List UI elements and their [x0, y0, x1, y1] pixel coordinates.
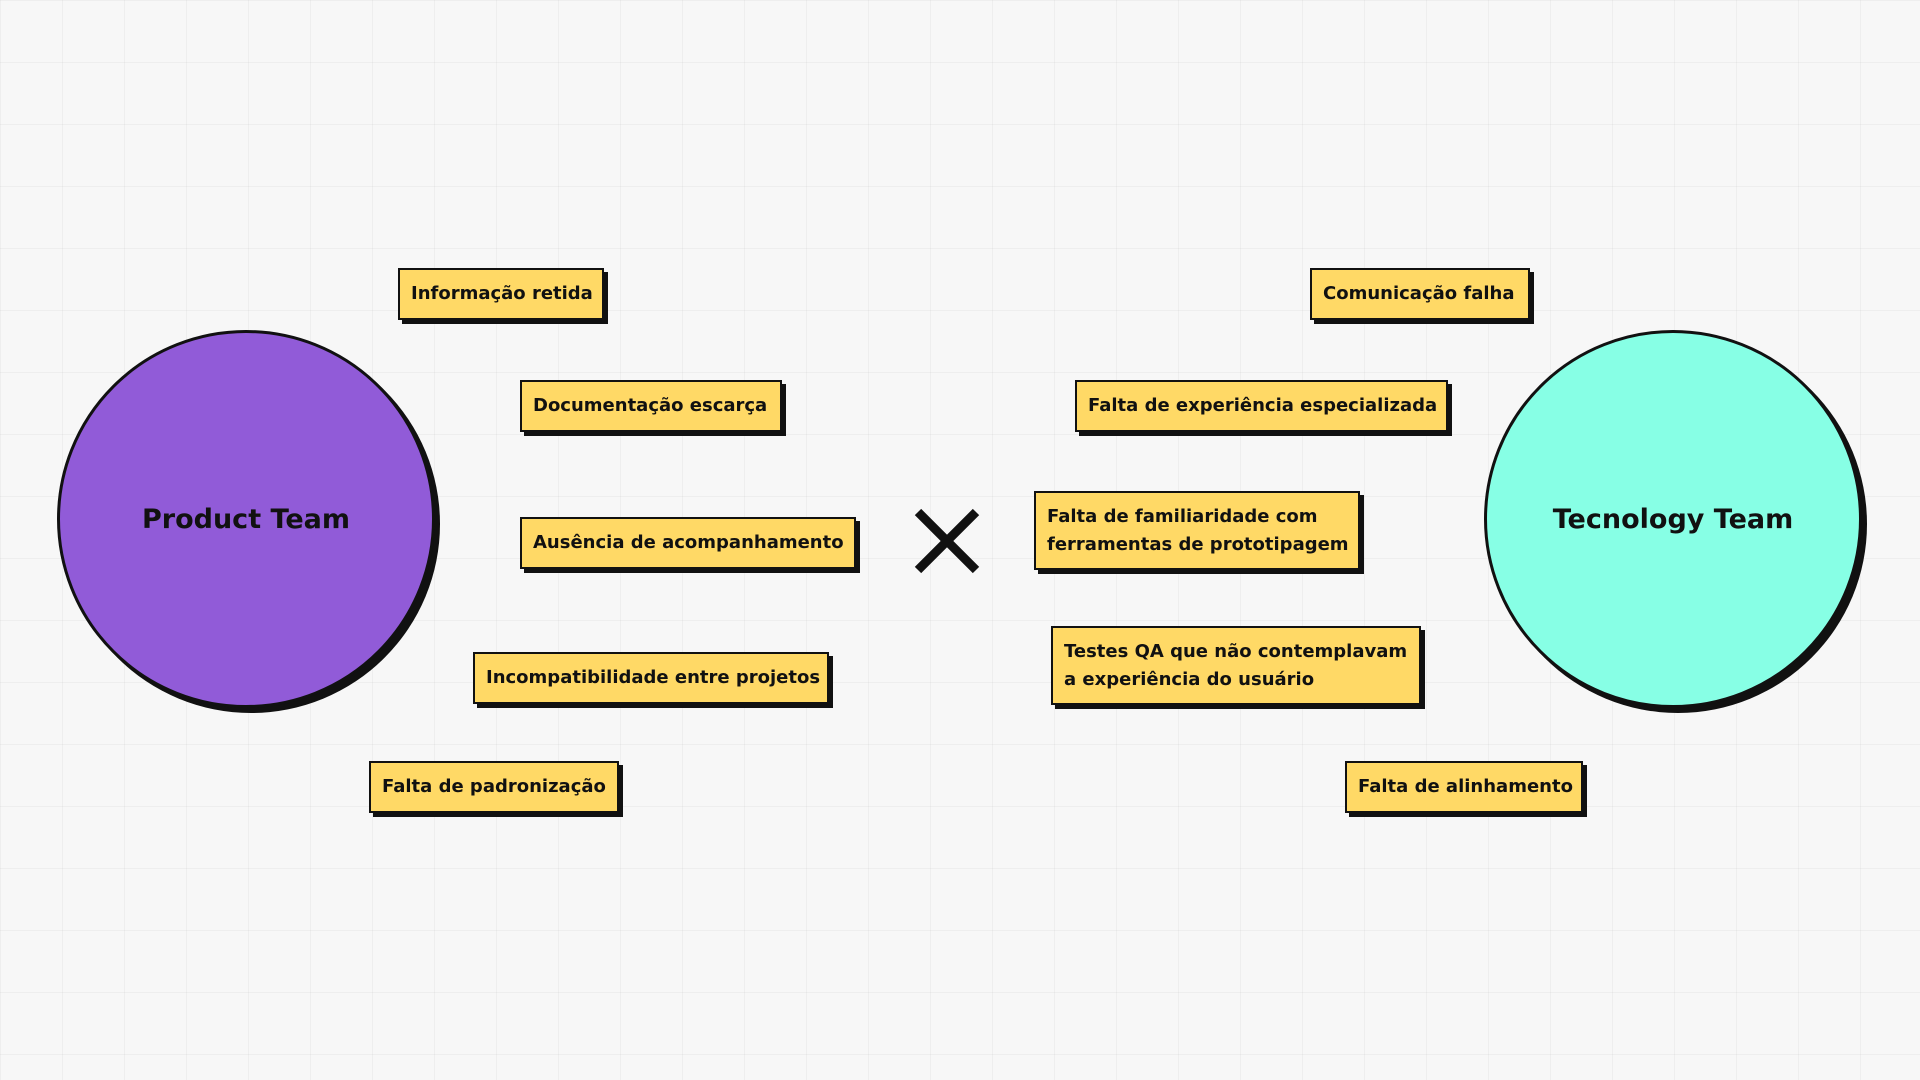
technology-issue-note: Falta de familiaridade com ferramentas d…: [1034, 491, 1360, 570]
product-issue-note: Informação retida: [398, 268, 604, 320]
product-issue-note: Documentação escarça: [520, 380, 782, 432]
product-team-circle: Product Team: [57, 330, 435, 708]
technology-issue-note: Comunicação falha: [1310, 268, 1530, 320]
product-issue-note: Ausência de acompanhamento: [520, 517, 856, 569]
technology-team-circle: Tecnology Team: [1484, 330, 1862, 708]
product-issue-note: Incompatibilidade entre projetos: [473, 652, 829, 704]
technology-team-label: Tecnology Team: [1552, 503, 1794, 535]
close-x-icon: [914, 508, 980, 574]
technology-issue-note: Falta de alinhamento: [1345, 761, 1583, 813]
product-issue-note: Falta de padronização: [369, 761, 619, 813]
technology-issue-note: Falta de experiência especializada: [1075, 380, 1448, 432]
technology-issue-note: Testes QA que não contemplavam a experiê…: [1051, 626, 1421, 705]
product-team-label: Product Team: [141, 503, 350, 535]
